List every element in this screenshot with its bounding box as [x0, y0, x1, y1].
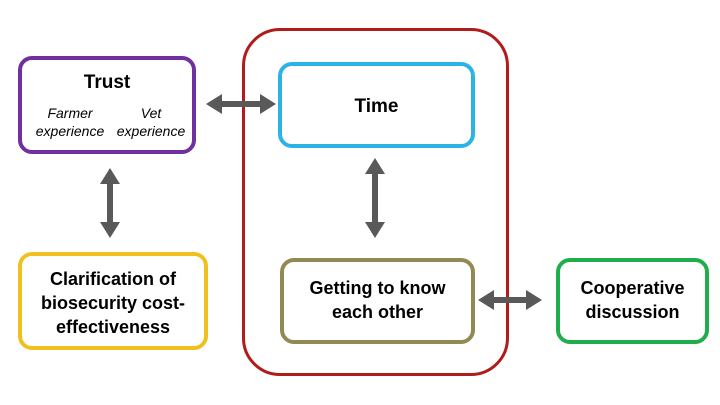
cooperative-node: Cooperative discussion [556, 258, 709, 344]
getting-cooperative-arrow [478, 290, 542, 310]
vet-experience-note: Vet experience [116, 105, 186, 139]
farmer-experience-note: Farmer experience [35, 105, 105, 139]
getting-to-know-title: Getting to know each other [309, 278, 446, 322]
cooperative-title: Cooperative discussion [580, 278, 685, 322]
trust-node: Trust Farmer experience Vet experience [18, 56, 196, 154]
time-node: Time [278, 62, 475, 148]
time-title: Time [354, 96, 399, 117]
clarification-title: Clarification of biosecurity cost-effect… [40, 269, 186, 337]
getting-to-know-node: Getting to know each other [280, 258, 475, 344]
time-knowing-group [242, 28, 509, 376]
clarification-node: Clarification of biosecurity cost-effect… [18, 252, 208, 350]
trust-time-arrow [206, 94, 276, 114]
time-getting-arrow [365, 158, 385, 238]
trust-title: Trust [83, 72, 131, 93]
trust-clarification-arrow [100, 168, 120, 238]
